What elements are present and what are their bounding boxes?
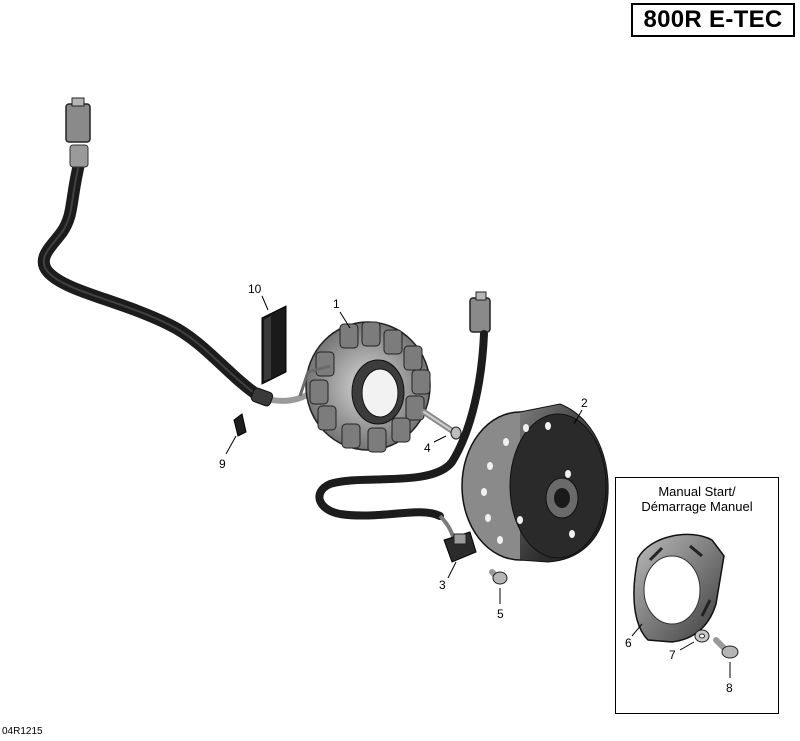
model-label: 800R E-TEC xyxy=(631,3,795,37)
callout-labels: 1 2 3 4 5 6 7 8 9 10 xyxy=(219,282,733,695)
inset-title: Manual Start/ Démarrage Manuel xyxy=(616,484,778,514)
document-code: 04R1215 xyxy=(2,726,43,737)
callout-2: 2 xyxy=(581,396,588,410)
harness-connector xyxy=(65,103,91,143)
callout-4: 4 xyxy=(424,441,431,455)
part-3-sensor-harness xyxy=(315,291,491,563)
part-6-starter-plate xyxy=(633,533,725,643)
leader-9 xyxy=(225,435,237,455)
harness-boot xyxy=(69,144,89,168)
inset-title-line2: Démarrage Manuel xyxy=(641,499,753,514)
callout-9: 9 xyxy=(219,457,226,471)
part-5-bolt xyxy=(489,569,508,585)
part-4-screw xyxy=(421,409,462,440)
callout-1: 1 xyxy=(333,297,340,311)
part-2-rotor xyxy=(461,403,609,563)
leader-4 xyxy=(433,435,447,443)
stator-harness xyxy=(37,97,315,407)
part-9-clip xyxy=(233,413,247,437)
callout-6: 6 xyxy=(625,636,632,650)
leader-10 xyxy=(261,295,269,311)
leader-7 xyxy=(679,641,695,651)
part-10-insulation-pad xyxy=(261,305,287,385)
callout-7: 7 xyxy=(669,648,676,662)
manual-start-inset: Manual Start/ Démarrage Manuel xyxy=(615,477,779,714)
leader-lines xyxy=(225,295,731,678)
part-7-washer xyxy=(694,629,710,643)
callout-3: 3 xyxy=(439,578,446,592)
leader-3 xyxy=(447,561,457,579)
inset-title-line1: Manual Start/ xyxy=(658,484,736,499)
callout-5: 5 xyxy=(497,607,504,621)
part-8-bolt xyxy=(713,637,739,659)
leader-1 xyxy=(339,311,351,329)
leader-2 xyxy=(573,409,583,425)
part-1-stator xyxy=(298,321,431,453)
callout-8: 8 xyxy=(726,681,733,695)
leader-6 xyxy=(631,623,643,637)
callout-10: 10 xyxy=(248,282,262,296)
